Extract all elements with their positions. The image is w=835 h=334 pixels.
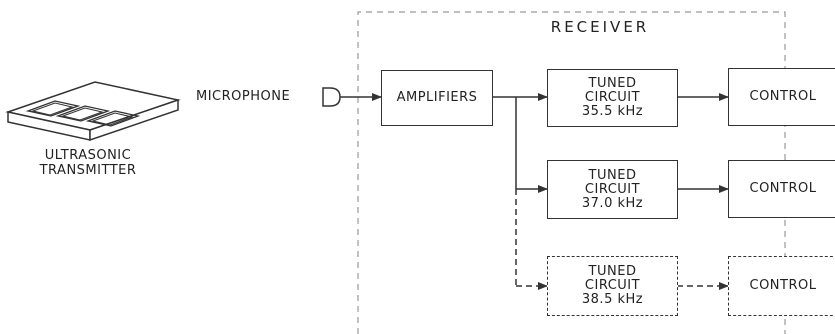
transmitter-label-line1: ULTRASONIC: [44, 148, 132, 163]
amplifiers-label: AMPLIFIERS: [396, 90, 478, 105]
transmitter-device-icon: [5, 81, 181, 142]
control-2-label: CONTROL: [749, 181, 817, 196]
tuned-circuit-box-3: TUNED CIRCUIT 38.5 kHz: [547, 256, 678, 316]
tuned-circuit-1-frequency: 35.5 kHz: [581, 104, 644, 119]
tuned-circuit-3-line1: TUNED: [588, 264, 637, 279]
tuned-circuit-box-1: TUNED CIRCUIT 35.5 kHz: [547, 69, 678, 127]
control-box-1: CONTROL: [728, 68, 835, 126]
tuned-circuit-2-line2: CIRCUIT: [584, 181, 641, 197]
microphone-icon: [322, 87, 341, 107]
tuned-circuit-2-frequency: 37.0 kHz: [581, 195, 644, 211]
amplifiers-box: AMPLIFIERS: [381, 70, 493, 126]
tuned-circuit-2-line1: TUNED: [588, 167, 637, 183]
control-box-2: CONTROL: [728, 160, 835, 218]
control-box-3: CONTROL: [728, 256, 835, 316]
transmitter-label: ULTRASONIC TRANSMITTER: [8, 148, 168, 178]
tuned-circuit-box-2: TUNED CIRCUIT 37.0 kHz: [547, 160, 678, 219]
microphone-label: MICROPHONE: [196, 89, 291, 104]
tuned-circuit-3-line2: CIRCUIT: [584, 278, 641, 293]
tuned-circuit-1-line2: CIRCUIT: [584, 90, 641, 105]
tuned-circuit-1-line1: TUNED: [588, 76, 637, 91]
tuned-circuit-3-frequency: 38.5 kHz: [581, 292, 644, 307]
control-3-label: CONTROL: [749, 278, 817, 293]
transmitter-label-line2: TRANSMITTER: [39, 163, 137, 178]
receiver-title: RECEIVER: [550, 18, 650, 36]
control-1-label: CONTROL: [749, 89, 817, 104]
